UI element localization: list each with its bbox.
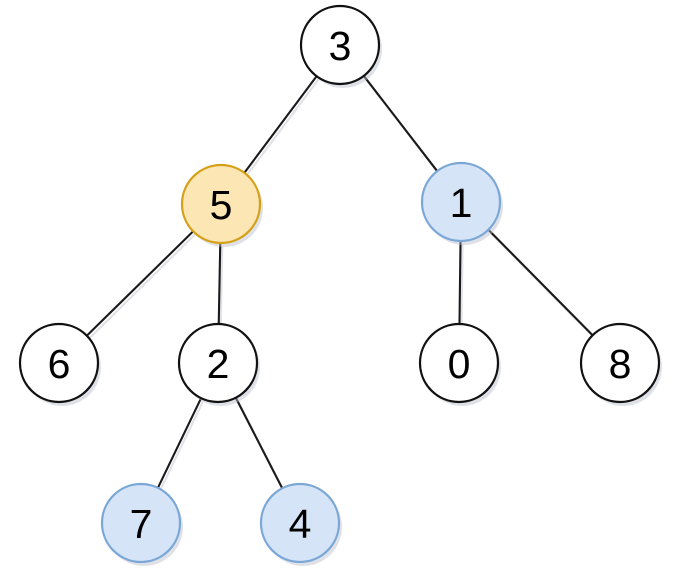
tree-edge-2-7 xyxy=(157,397,202,489)
tree-node-circle-8[interactable] xyxy=(579,322,661,404)
tree-node-circle-0[interactable] xyxy=(418,322,500,404)
tree-edge-3-5 xyxy=(243,75,318,174)
tree-node-circle-4[interactable] xyxy=(259,482,341,564)
tree-node-1[interactable]: 1 xyxy=(420,161,503,245)
tree-node-circle-1[interactable] xyxy=(420,161,502,243)
tree-node-7[interactable]: 7 xyxy=(100,482,183,566)
tree-node-6[interactable]: 6 xyxy=(18,322,101,406)
tree-edge-1-8 xyxy=(488,229,593,336)
tree-edge-5-2 xyxy=(217,242,222,325)
tree-edge-shadow xyxy=(460,243,464,328)
tree-edge-1-0 xyxy=(458,240,462,325)
edge-layer xyxy=(86,75,593,489)
tree-edge-shadow xyxy=(245,78,320,177)
edge-shadow-layer xyxy=(88,78,595,492)
tree-node-3[interactable]: 3 xyxy=(299,4,382,88)
tree-node-circle-7[interactable] xyxy=(100,482,182,564)
tree-node-circle-6[interactable] xyxy=(18,322,100,404)
tree-node-circle-2[interactable] xyxy=(177,322,259,404)
tree-node-0[interactable]: 0 xyxy=(418,322,501,406)
tree-node-circle-3[interactable] xyxy=(299,4,381,86)
tree-edge-3-1 xyxy=(363,75,438,172)
tree-node-8[interactable]: 8 xyxy=(579,322,662,406)
tree-node-2[interactable]: 2 xyxy=(177,322,260,406)
tree-node-circle-5[interactable] xyxy=(180,163,262,245)
tree-edge-shadow xyxy=(159,400,204,492)
tree-edge-shadow xyxy=(88,233,196,340)
tree-edge-2-4 xyxy=(235,397,283,489)
tree-edge-shadow xyxy=(219,245,224,328)
tree-edge-5-6 xyxy=(86,230,194,337)
tree-node-4[interactable]: 4 xyxy=(259,482,342,566)
